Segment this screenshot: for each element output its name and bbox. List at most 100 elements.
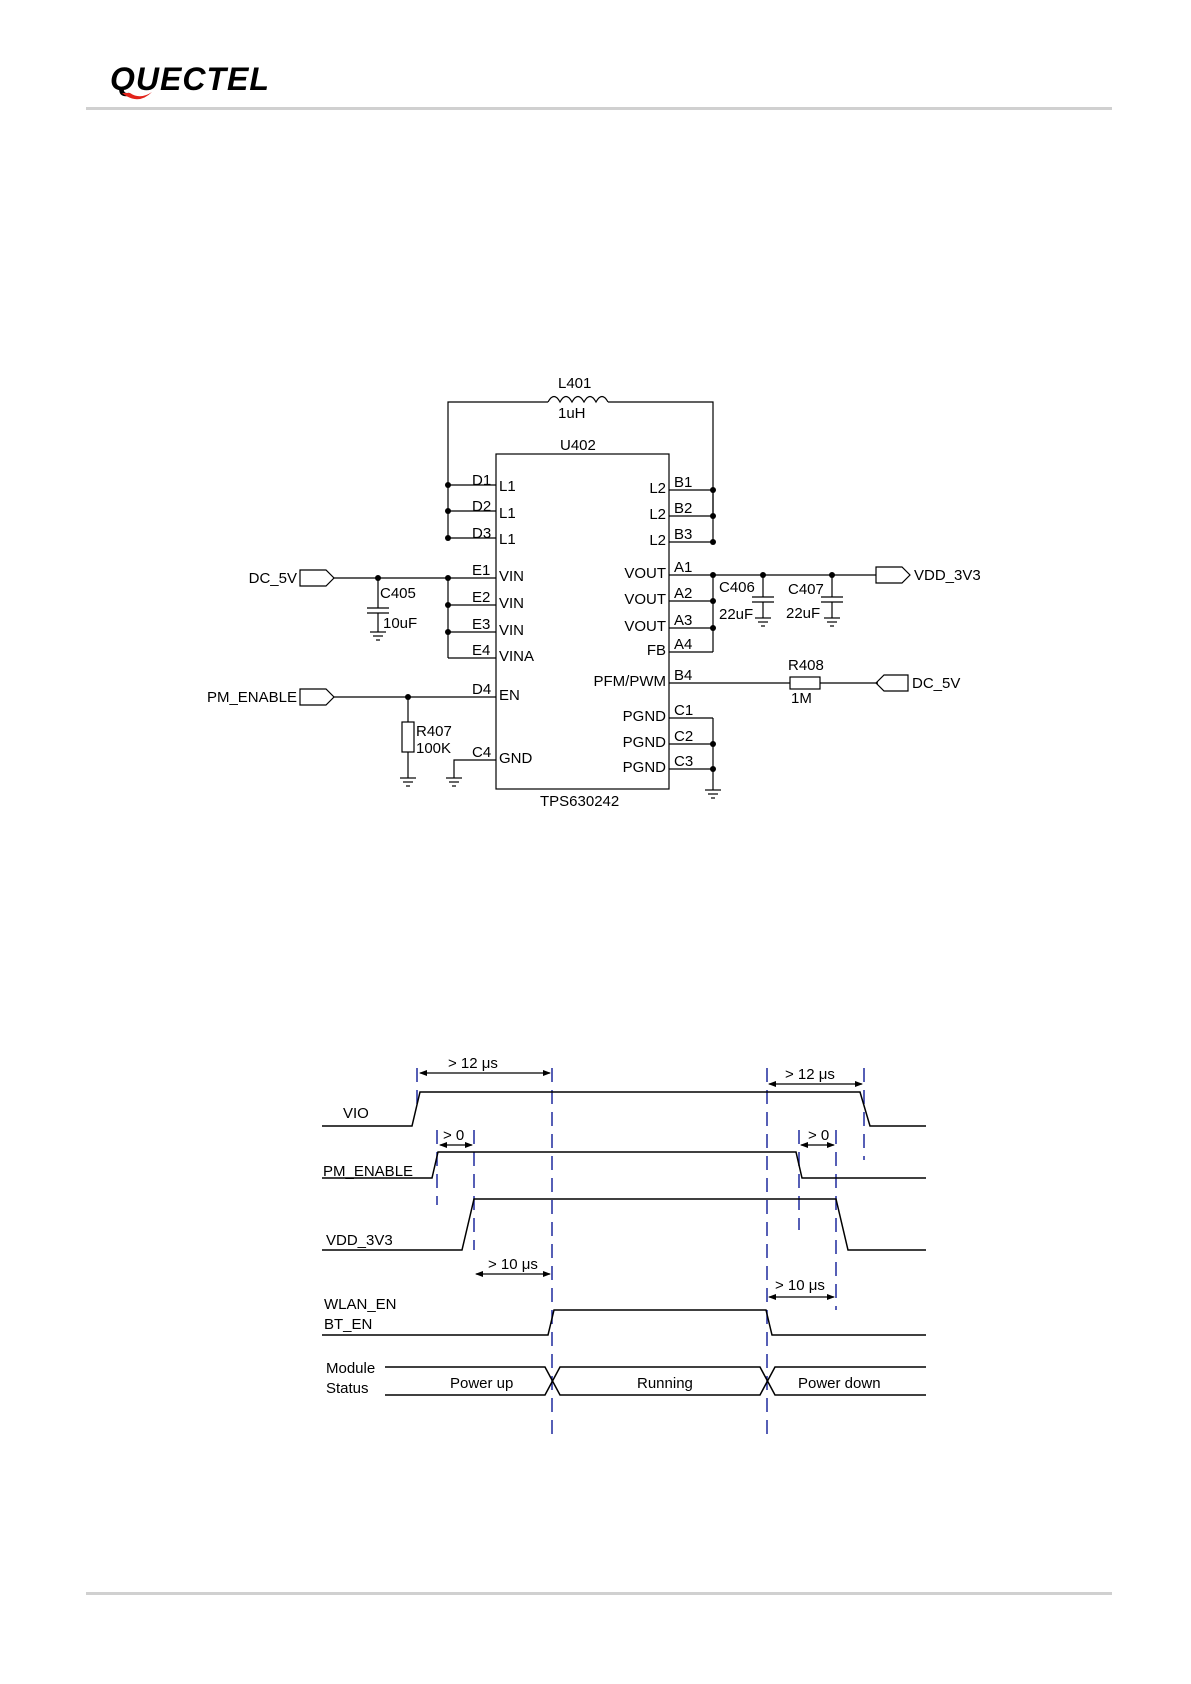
label-module: Module (326, 1360, 375, 1377)
junction-dots (375, 482, 835, 772)
pin-d2-num: D2 (472, 498, 491, 515)
quectel-logo: QUECTEL (108, 61, 348, 107)
pin-c4-name: GND (499, 750, 533, 767)
junction-d3 (445, 535, 451, 541)
dc5v-pwm-port-icon (875, 674, 909, 692)
net-pm-enable: PM_ENABLE (207, 689, 297, 706)
net-dc5v-in: DC_5V (249, 570, 297, 587)
state-power-down: Power down (798, 1375, 881, 1392)
pin-e2-num: E2 (472, 589, 490, 606)
label-pm-enable: PM_ENABLE (323, 1163, 413, 1180)
pin-e3-name: VIN (499, 622, 524, 639)
wave-status-bottom (385, 1366, 926, 1396)
r408-value: 1M (791, 690, 812, 707)
pin-d2-name: L1 (499, 505, 516, 522)
label-bt-en: BT_EN (324, 1316, 372, 1333)
wave-pm-enable (322, 1151, 926, 1179)
l401-ref: L401 (558, 375, 591, 392)
c405-ref: C405 (380, 585, 416, 602)
ground-c406-icon (755, 617, 771, 627)
wave-vdd-3v3 (322, 1198, 926, 1251)
junction-e2 (445, 602, 451, 608)
pin-e1-num: E1 (472, 562, 490, 579)
pm-enable-port-icon (299, 688, 335, 706)
net-dc5v-pwm: DC_5V (912, 675, 960, 692)
pin-b2-name: L2 (649, 506, 666, 523)
pin-e4-name: VINA (499, 648, 534, 665)
u402-ref: U402 (560, 437, 596, 454)
pin-c3-name: PGND (623, 759, 667, 776)
pin-c4-num: C4 (472, 744, 491, 761)
ground-c405-icon (370, 631, 386, 641)
pin-e1-name: VIN (499, 568, 524, 585)
pin-e2-name: VIN (499, 595, 524, 612)
pin-c1-name: PGND (623, 708, 667, 725)
wave-vio (322, 1091, 926, 1127)
pin-d3-name: L1 (499, 531, 516, 548)
junction-d1 (445, 482, 451, 488)
junction-e1 (445, 575, 451, 581)
pin-b1-name: L2 (649, 480, 666, 497)
pin-a4-num: A4 (674, 636, 692, 653)
pin-a2-name: VOUT (624, 591, 666, 608)
logo-swoosh-icon (122, 92, 152, 100)
junction-c407 (829, 572, 835, 578)
resistor-r408-icon (789, 676, 821, 690)
pin-b3-name: L2 (649, 532, 666, 549)
ground-gnd-icon (446, 777, 462, 787)
ground-pgnd-icon (705, 789, 721, 799)
pin-d1-name: L1 (499, 478, 516, 495)
timing-diagram: VIO PM_ENABLE VDD_3V3 WLAN_EN BT_EN Modu… (322, 1055, 926, 1440)
pin-a2-num: A2 (674, 585, 692, 602)
timing-waveforms (322, 1091, 926, 1396)
timing-arrows (420, 1072, 862, 1298)
schematic-labels: L401 1uH U402 TPS630242 D1 L1 D2 L1 D3 L… (207, 375, 981, 810)
pin-d1-num: D1 (472, 472, 491, 489)
junction-r407 (405, 694, 411, 700)
interval-pm-up: > 0 (443, 1127, 464, 1144)
pin-d4-name: EN (499, 687, 520, 704)
quectel-logo-graphic: QUECTEL (110, 61, 270, 100)
junction-d2 (445, 508, 451, 514)
c407-value: 22uF (786, 605, 820, 622)
junction-c2 (710, 741, 716, 747)
state-power-up: Power up (450, 1375, 513, 1392)
pin-a1-name: VOUT (624, 565, 666, 582)
interval-wlan-down: > 10 μs (775, 1277, 825, 1294)
r407-value: 100K (416, 740, 451, 757)
interval-vio-down: > 12 μs (785, 1066, 835, 1083)
timing-labels: VIO PM_ENABLE VDD_3V3 WLAN_EN BT_EN Modu… (323, 1055, 881, 1397)
wire-l2-loop (608, 401, 714, 513)
junction-b1 (710, 487, 716, 493)
header-divider (86, 107, 1112, 110)
junction-b2 (710, 513, 716, 519)
pin-c3-num: C3 (674, 753, 693, 770)
label-wlan-en: WLAN_EN (324, 1296, 397, 1313)
junction-e3 (445, 629, 451, 635)
c406-value: 22uF (719, 606, 753, 623)
label-status: Status (326, 1380, 369, 1397)
pin-c4-line (453, 759, 496, 778)
pin-b4-name: PFM/PWM (594, 673, 667, 690)
interval-wlan-up: > 10 μs (488, 1256, 538, 1273)
timing-markers (416, 1068, 865, 1440)
r407-ref: R407 (416, 723, 452, 740)
label-vio: VIO (343, 1105, 369, 1122)
net-vdd-3v3: VDD_3V3 (914, 567, 981, 584)
pin-e3-num: E3 (472, 616, 490, 633)
pin-a3-num: A3 (674, 612, 692, 629)
interval-pm-down: > 0 (808, 1127, 829, 1144)
state-running: Running (637, 1375, 693, 1392)
pin-c1-num: C1 (674, 702, 693, 719)
c405-value: 10uF (383, 615, 417, 632)
logo-text: QUECTEL (110, 62, 270, 97)
junction-c406 (760, 572, 766, 578)
pin-c2-num: C2 (674, 728, 693, 745)
arrow-heads (419, 1070, 863, 1300)
c407-ref: C407 (788, 581, 824, 598)
pin-a4-name: FB (647, 642, 666, 659)
wire-l1-loop (447, 401, 548, 483)
dc5v-port-icon (299, 569, 335, 587)
ground-c407-icon (824, 617, 840, 627)
pin-b4-num: B4 (674, 667, 692, 684)
